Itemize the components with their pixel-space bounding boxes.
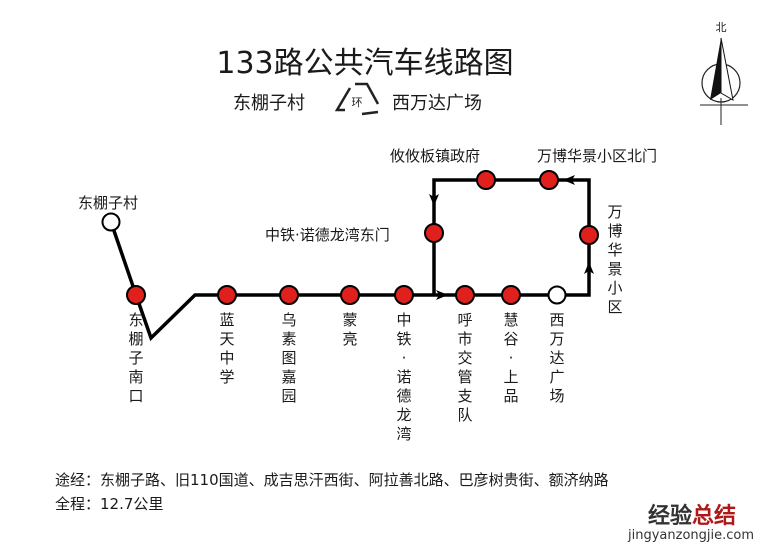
terminal-stop-dongpengzicun bbox=[101, 212, 121, 232]
compass-north-label: 北 bbox=[716, 21, 727, 34]
stop-wusutu-jiayuan bbox=[279, 285, 299, 305]
stop-wanbo-beimen bbox=[539, 170, 559, 190]
label-hushi-jiaoguan: 呼市交管支队 bbox=[457, 311, 473, 424]
terminal-stop-xiwanda bbox=[547, 285, 567, 305]
stop-lantian-zhongxue bbox=[217, 285, 237, 305]
label-dongpengzicun: 东棚子村 bbox=[78, 194, 139, 212]
route-loop bbox=[432, 178, 591, 297]
stop-youyouban bbox=[476, 170, 496, 190]
label-mengliang: 蒙亮 bbox=[342, 311, 358, 348]
north-arrow-icon: 北 bbox=[700, 21, 748, 125]
loop-badge-text: 环 bbox=[352, 96, 363, 109]
label-huigu-shangpin: 慧谷·上品 bbox=[503, 311, 519, 405]
route-spur bbox=[109, 221, 557, 342]
watermark-main: 经验 bbox=[648, 504, 693, 529]
stop-mengliang bbox=[340, 285, 360, 305]
route-distance: 全程：12.7公里 bbox=[55, 495, 164, 513]
label-wusutu-jiayuan: 乌素图嘉园 bbox=[281, 311, 297, 405]
label-dongpengzi-nankou: 东棚子南口 bbox=[128, 311, 144, 405]
label-youyouban: 攸攸板镇政府 bbox=[390, 147, 481, 165]
label-wanbo-beimen: 万博华景小区北门 bbox=[537, 147, 658, 165]
arrow-right-icon bbox=[436, 290, 448, 300]
watermark-accent: 总结 bbox=[692, 504, 737, 529]
subtitle-from: 东棚子村 bbox=[233, 93, 305, 114]
stop-huigu-shangpin bbox=[501, 285, 521, 305]
direction-arrows bbox=[429, 175, 594, 300]
page-title: 133路公共汽车线路图 bbox=[216, 46, 514, 81]
loop-icon: 环 bbox=[334, 82, 380, 116]
route-via: 途经：东棚子路、旧110国道、成吉思汗西街、阿拉善北路、巴彦树贵街、额济纳路 bbox=[55, 471, 609, 489]
label-zhongtie-dongmen: 中铁·诺德龙湾东门 bbox=[265, 226, 390, 244]
label-zhongtie-nuodelongwan: 中铁·诺德龙湾 bbox=[396, 311, 412, 443]
watermark-logo: 经验总结 bbox=[648, 498, 736, 530]
label-wanbo-huajing: 万博华景小区 bbox=[607, 203, 623, 316]
label-lantian-zhongxue: 蓝天中学 bbox=[219, 311, 235, 386]
watermark-url: jingyanzongjie.com bbox=[628, 528, 755, 543]
stop-dongpengzi-nankou bbox=[126, 285, 146, 305]
arrow-left-icon bbox=[563, 175, 575, 185]
arrow-down-icon bbox=[429, 194, 439, 206]
stop-zhongtie-dongmen bbox=[424, 223, 444, 243]
stop-zhongtie-nuodelongwan bbox=[394, 285, 414, 305]
label-xiwanda: 西万达广场 bbox=[549, 311, 565, 405]
stop-wanbo-huajing bbox=[579, 225, 599, 245]
stop-hushi-jiaoguan bbox=[455, 285, 475, 305]
stops bbox=[101, 170, 599, 305]
arrow-up-icon bbox=[584, 262, 594, 274]
subtitle-to: 西万达广场 bbox=[392, 93, 482, 114]
